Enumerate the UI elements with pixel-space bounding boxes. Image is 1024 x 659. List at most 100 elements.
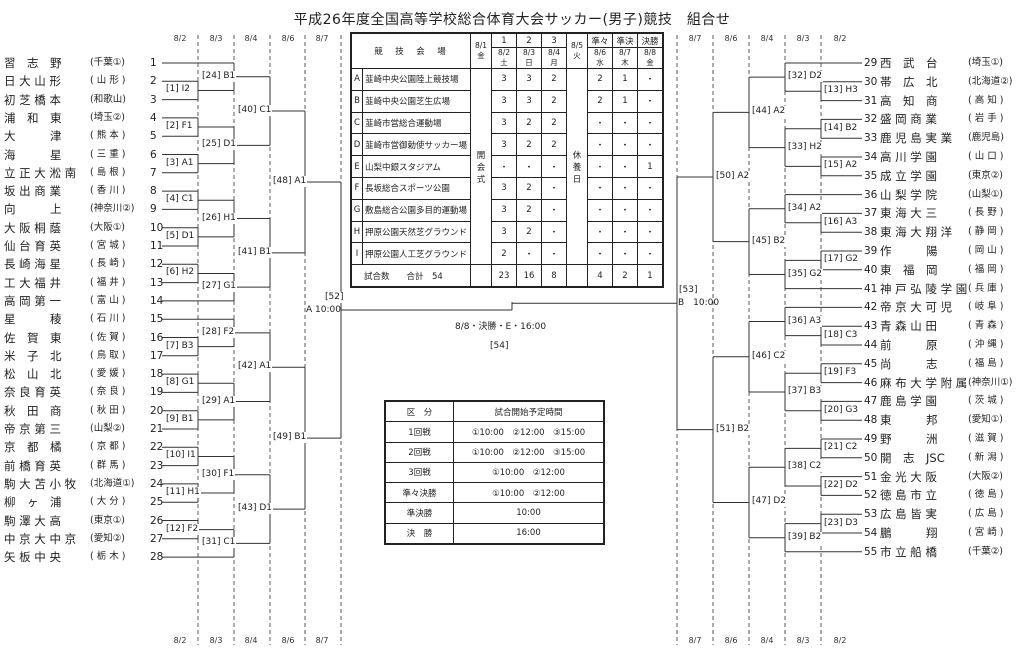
team-entry: 星 稜( 石 川 )15 xyxy=(4,312,164,326)
team-number: 13 xyxy=(150,276,164,289)
team-number: 48 xyxy=(864,414,878,427)
team-entry: 大 津( 熊 本 )5 xyxy=(4,129,164,143)
team-prefecture: ( 長 野 ) xyxy=(968,207,1004,219)
round-date: 8/2 xyxy=(833,34,847,43)
match-label: [27] G1 xyxy=(201,281,238,293)
team-prefecture: ( 福 井 ) xyxy=(90,276,126,288)
match-label: [52] xyxy=(324,292,345,304)
team-entry: 中 京 大 中 京(愛知②)27 xyxy=(4,532,164,546)
team-number: 20 xyxy=(150,404,164,417)
match-label: [6] H2 xyxy=(165,267,196,279)
match-label: [50] A2 xyxy=(715,170,751,182)
round-date: 8/2 xyxy=(173,636,187,645)
team-prefecture: (千葉②) xyxy=(968,545,1003,557)
match-label: [15] A2 xyxy=(823,160,859,172)
team-number: 25 xyxy=(150,496,164,509)
team-number: 47 xyxy=(864,395,878,408)
team-name: 帝 京 第 三 xyxy=(4,422,61,436)
team-number: 52 xyxy=(864,489,878,502)
match-label: [3] A1 xyxy=(165,157,195,169)
team-number: 7 xyxy=(150,166,157,179)
team-number: 39 xyxy=(864,245,878,257)
match-label: [35] G2 xyxy=(787,268,824,280)
team-number: 10 xyxy=(150,221,164,234)
team-number: 34 xyxy=(864,151,878,163)
team-number: 29 xyxy=(864,57,878,69)
match-label: [30] F1 xyxy=(201,468,236,480)
team-name: 坂 出 商 業 xyxy=(4,184,61,199)
match-label: [18] C3 xyxy=(823,329,859,341)
team-number: 16 xyxy=(150,331,164,344)
round-date: 8/7 xyxy=(315,34,329,43)
match-label: [13] H3 xyxy=(823,85,859,97)
team-prefecture: ( 岩 手 ) xyxy=(968,113,1004,125)
team-prefecture: ( 愛 媛 ) xyxy=(90,368,126,380)
match-label: [49] B1 xyxy=(272,432,308,444)
team-prefecture: ( 新 潟 ) xyxy=(968,451,1004,463)
team-name: 麻 布 大 学 附 属 xyxy=(880,375,968,390)
team-name: 工 大 福 井 xyxy=(4,275,61,290)
match-label: [34] A2 xyxy=(787,202,823,214)
team-name: 作 陽 xyxy=(880,244,938,258)
match-label: [44] A2 xyxy=(751,106,787,118)
team-number: 24 xyxy=(150,477,164,490)
team-number: 2 xyxy=(150,75,157,88)
team-prefecture: ( 香 川 ) xyxy=(90,185,126,197)
team-number: 21 xyxy=(150,423,164,435)
team-name: 市 立 船 橋 xyxy=(880,544,937,559)
team-entry: 坂 出 商 業( 香 川 )8 xyxy=(4,184,164,198)
team-number: 15 xyxy=(150,313,164,326)
team-entry: 矢 板 中 央( 栃 木 )28 xyxy=(4,550,164,564)
team-entry: 工 大 福 井 ( 福 井 ) 13 xyxy=(4,276,164,290)
round-date: 8/6 xyxy=(724,34,738,43)
team-number: 14 xyxy=(150,294,164,307)
round-date: 8/3 xyxy=(796,34,810,43)
team-number: 38 xyxy=(864,226,878,239)
match-label: [20] G3 xyxy=(823,404,860,416)
round-date: 8/6 xyxy=(724,636,738,645)
match-label: [11] H1 xyxy=(165,487,201,499)
team-prefecture: ( 青 森 ) xyxy=(968,320,1004,332)
match-label: [24] B1 xyxy=(201,70,237,82)
team-number: 22 xyxy=(150,441,164,454)
match-label: [14] B2 xyxy=(823,122,859,134)
team-number: 6 xyxy=(150,148,157,161)
team-name: 向 上 xyxy=(4,202,62,217)
team-name: 金 光 大 阪 xyxy=(880,469,937,484)
team-prefecture: ( 島 根 ) xyxy=(90,166,126,178)
team-prefecture: ( 福 岡 ) xyxy=(968,263,1004,275)
team-prefecture: ( 石 川 ) xyxy=(90,313,126,325)
team-prefecture: (埼玉①) xyxy=(968,57,1003,68)
team-entry: 高 岡 第 一( 富 山 )14 xyxy=(4,294,164,308)
team-entry: 浦 和 東(埼玉②)4 xyxy=(4,111,164,125)
team-number: 9 xyxy=(150,203,157,216)
team-entry: 前 橋 育 英( 群 馬 )23 xyxy=(4,459,164,473)
team-name: 大 阪 桐 蔭 xyxy=(4,220,61,235)
team-number: 46 xyxy=(864,376,878,389)
team-name: 東 福 岡 xyxy=(880,262,938,277)
team-name: 中 京 大 中 京 xyxy=(4,531,77,546)
match-label: [51] B2 xyxy=(715,423,751,435)
match-time: A 10:00 xyxy=(306,305,341,316)
team-number: 55 xyxy=(864,545,878,558)
match-label: [9] B1 xyxy=(165,413,195,425)
match-label: [53] xyxy=(678,285,699,297)
team-number: 18 xyxy=(150,368,164,381)
round-date: 8/7 xyxy=(688,636,702,645)
team-name: 矢 板 中 央 xyxy=(4,550,61,565)
team-prefecture: ( 滋 賀 ) xyxy=(968,433,1004,444)
team-entry: 佐 賀 東( 佐 賀 )16 xyxy=(4,331,164,345)
team-prefecture: ( 長 崎 ) xyxy=(90,258,126,270)
